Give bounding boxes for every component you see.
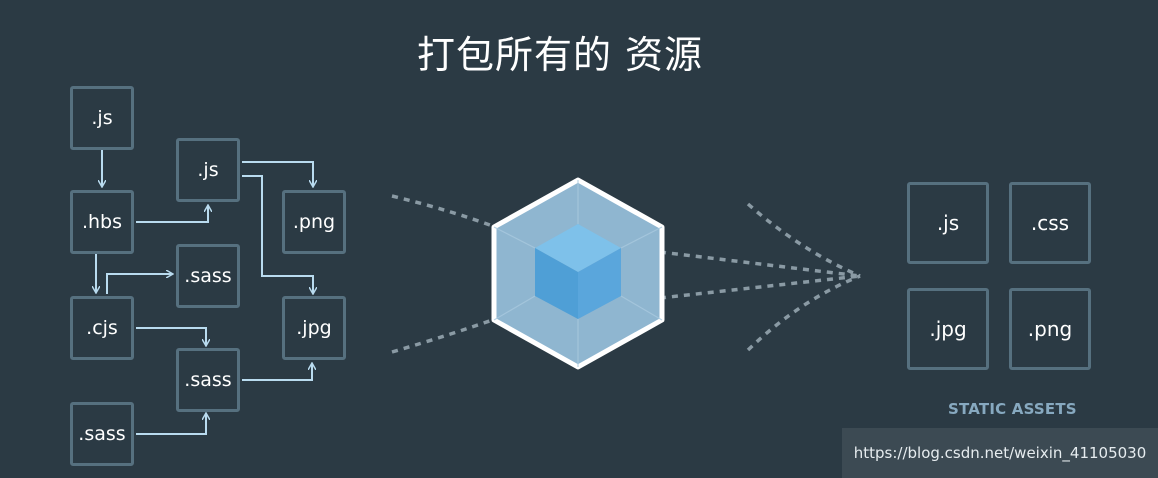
static-assets-caption: STATIC ASSETS xyxy=(948,400,1077,418)
source-file-jpg: .jpg xyxy=(282,296,346,360)
dashed-fan-top xyxy=(746,202,861,278)
static-asset-css: .css xyxy=(1009,182,1091,264)
source-file-png: .png xyxy=(282,190,346,254)
arrow-hbs-to-js xyxy=(136,206,208,223)
source-file-cjs: .cjs xyxy=(70,296,134,360)
source-file-js: .js xyxy=(176,138,240,202)
webpack-cube-icon xyxy=(491,177,665,370)
source-file-sass: .sass xyxy=(176,348,240,412)
source-file-sass: .sass xyxy=(176,244,240,308)
arrow-sass-to-jpg xyxy=(242,364,312,381)
source-file-sass: .sass xyxy=(70,402,134,466)
dashed-in-bottom xyxy=(391,316,499,354)
dashed-in-top xyxy=(391,194,499,230)
static-asset-jpg: .jpg xyxy=(907,288,989,370)
static-asset-png: .png xyxy=(1009,288,1091,370)
source-file-hbs: .hbs xyxy=(70,190,134,254)
arrow-sass-bottom-to-sass xyxy=(136,414,206,435)
source-file-js: .js xyxy=(70,86,134,150)
dashed-fan-bottom xyxy=(746,274,861,352)
arrow-js-to-jpg xyxy=(242,175,313,293)
diagram-title: 打包所有的 资源 xyxy=(416,33,704,77)
watermark: https://blog.csdn.net/weixin_41105030 xyxy=(842,428,1158,478)
arrow-js-to-png xyxy=(242,161,313,186)
arrow-cjs-to-sass-lower xyxy=(136,327,206,345)
dashed-out-bottom xyxy=(659,274,861,300)
dashed-out-top xyxy=(659,250,861,278)
arrow-cjs-to-sass xyxy=(106,274,172,294)
static-asset-js: .js xyxy=(907,182,989,264)
